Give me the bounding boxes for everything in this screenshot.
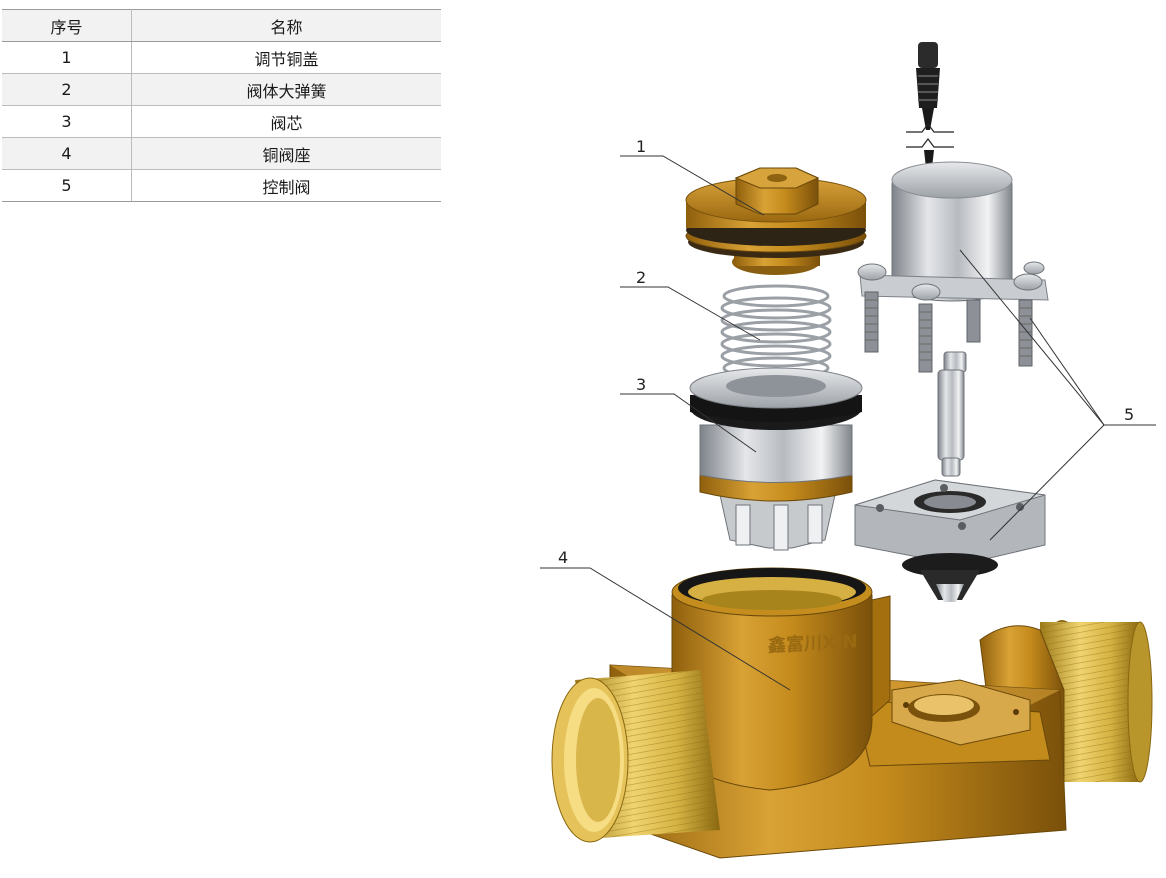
row-no: 1 (2, 41, 132, 74)
row-no: 4 (2, 137, 132, 170)
cable-plug-icon (906, 42, 954, 168)
body-brand-marking: 鑫富川XIN (767, 630, 858, 657)
row-name: 调节铜盖 (131, 41, 441, 74)
callout-4: 4 (558, 548, 568, 567)
row-no: 3 (2, 105, 132, 138)
leader-line-1 (620, 155, 765, 216)
parts-table-header-row: 序号 名称 (2, 9, 441, 42)
callout-1: 1 (636, 137, 646, 156)
header-name: 名称 (131, 9, 441, 42)
parts-table: 序号 名称 1 调节铜盖 2 阀体大弹簧 3 阀芯 4 铜阀座 5 控制阀 (2, 9, 441, 202)
valve-core-icon (689, 367, 863, 551)
row-no: 2 (2, 73, 132, 106)
leader-line-4 (540, 567, 791, 691)
table-row: 4 铜阀座 (2, 137, 441, 170)
table-row: 2 阀体大弹簧 (2, 73, 441, 106)
row-no: 5 (2, 169, 132, 202)
callout-leaders (540, 155, 1156, 691)
table-row: 1 调节铜盖 (2, 41, 441, 74)
row-name: 控制阀 (131, 169, 441, 202)
leader-line-2 (620, 286, 761, 341)
leader-line-5b (1029, 317, 1105, 426)
table-row: 3 阀芯 (2, 105, 441, 138)
brass-cap-icon (685, 167, 867, 275)
table-row: 5 控制阀 (2, 169, 441, 202)
row-name: 铜阀座 (131, 137, 441, 170)
callout-3: 3 (636, 375, 646, 394)
header-no: 序号 (2, 9, 132, 42)
leader-line-5c (989, 424, 1105, 541)
callout-5: 5 (1124, 405, 1134, 424)
solenoid-coil-icon (854, 42, 1049, 602)
valve-body-icon: 鑫富川XIN (551, 567, 1153, 859)
row-name: 阀体大弹簧 (131, 73, 441, 106)
leader-line-3 (620, 393, 757, 453)
callout-2: 2 (636, 268, 646, 287)
row-name: 阀芯 (131, 105, 441, 138)
